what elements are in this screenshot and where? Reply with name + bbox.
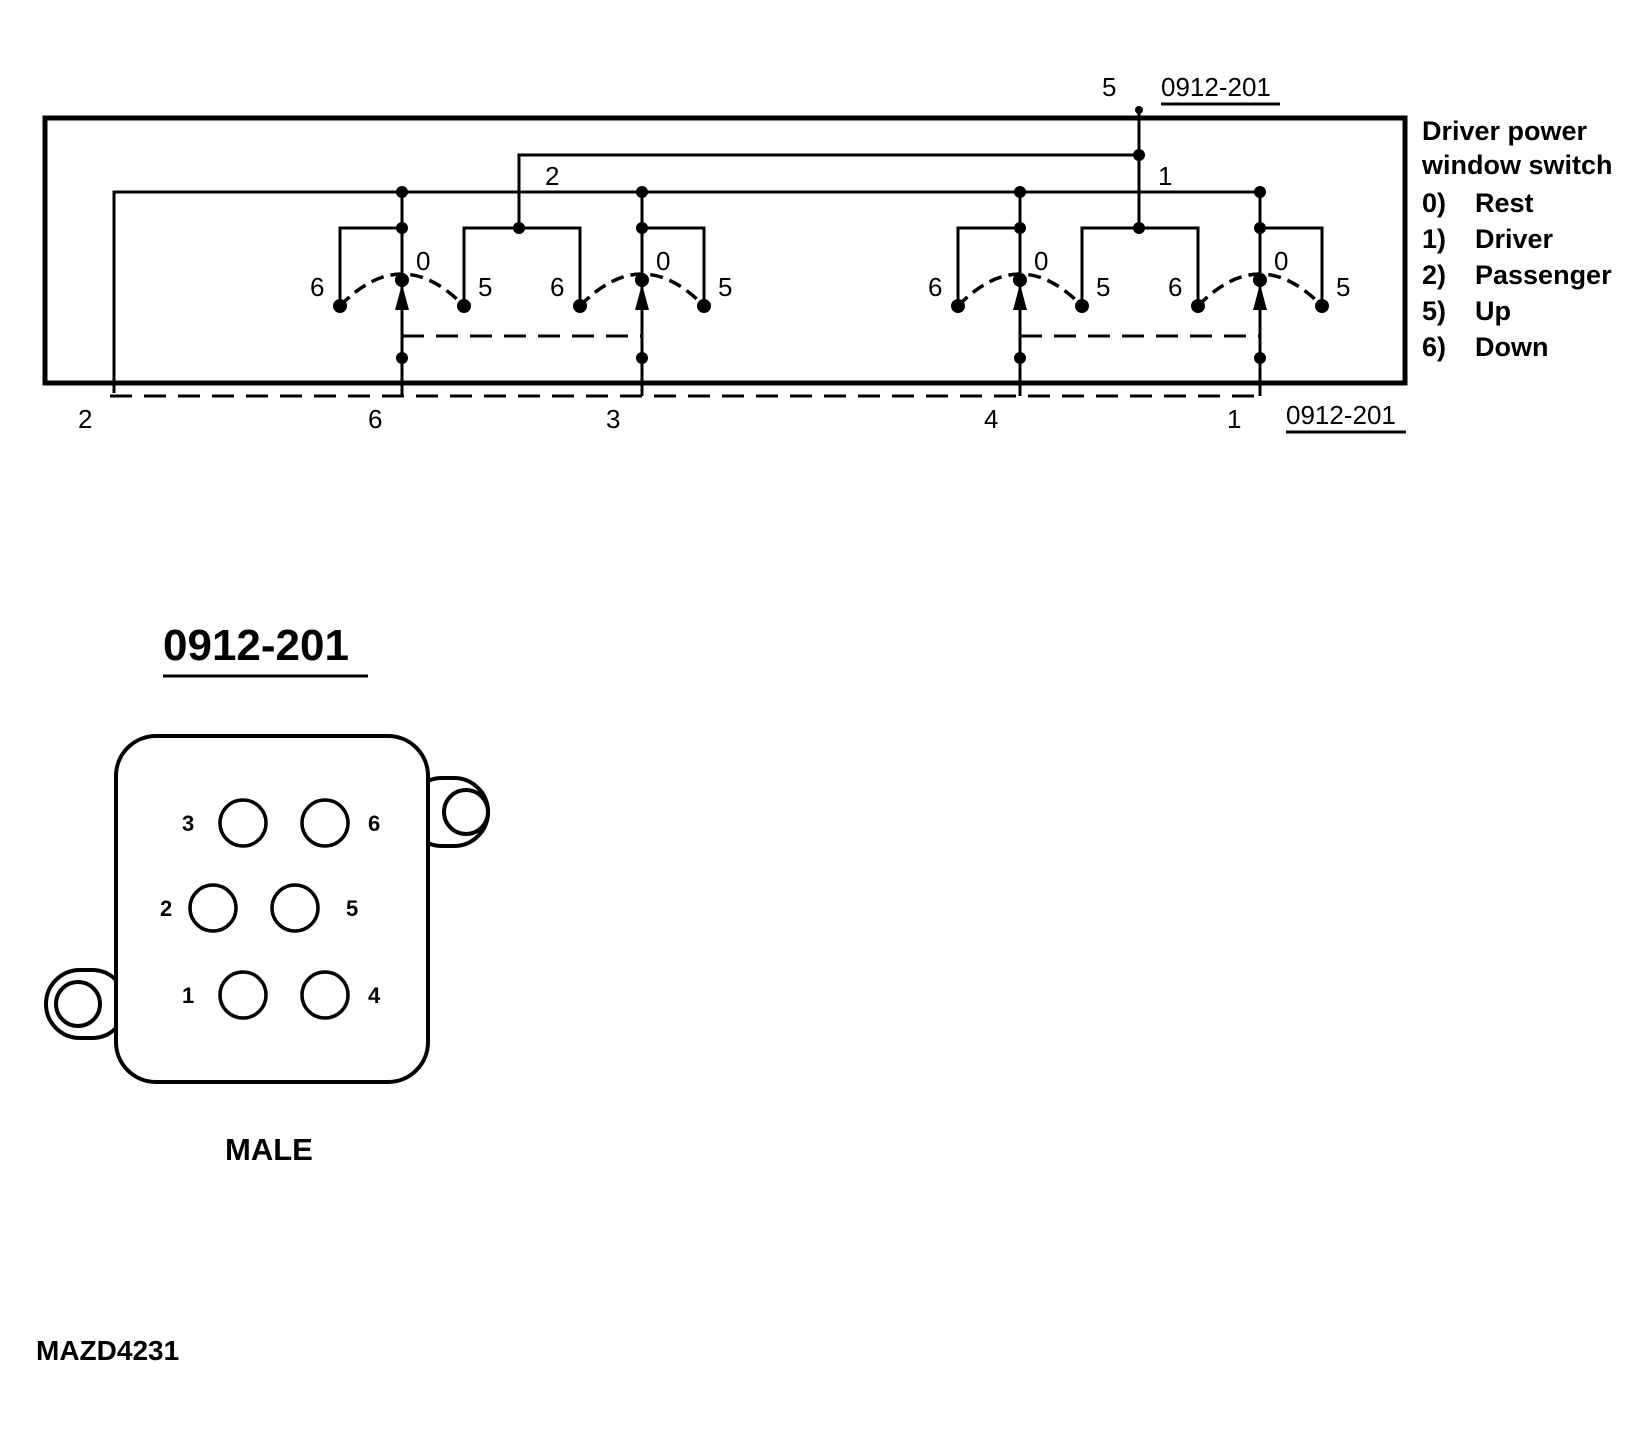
connector-pin-6 xyxy=(300,798,350,848)
internal-wire-1-label: 1 xyxy=(1158,161,1172,191)
connector-title: 0912-201 xyxy=(163,621,349,670)
switch-2-lower-junction xyxy=(636,352,648,364)
wire-2-junction xyxy=(1133,149,1145,161)
connector-pin-label-1: 1 xyxy=(182,983,194,1008)
connector-pin-3 xyxy=(218,798,268,848)
legend-title-line1: Driver power xyxy=(1422,116,1588,146)
switch-4-throw-arc xyxy=(1196,272,1324,308)
switch-3-throw-arc xyxy=(956,272,1084,308)
switch-2-label-up: 5 xyxy=(718,272,732,302)
wire-1-branch-junction xyxy=(1133,222,1145,234)
switch-1-arrow-icon xyxy=(395,284,409,310)
switch-4-label-down: 6 xyxy=(1168,272,1182,302)
connector-pin-1 xyxy=(218,970,268,1020)
switch-1-pivot xyxy=(395,273,409,287)
switch-3-label-rest: 0 xyxy=(1034,246,1048,276)
bottom-connector-id: 0912-201 xyxy=(1286,400,1396,430)
legend-code-rest: 0) xyxy=(1422,188,1446,218)
contact-branch-5 xyxy=(1260,226,1324,306)
connector-pin-label-3: 3 xyxy=(182,811,194,836)
switch-4-arrow-icon xyxy=(1253,284,1267,310)
legend-label-down: Down xyxy=(1475,332,1549,362)
switch-contacts: 0 6 5 0 6 5 0 6 5 0 6 5 xyxy=(310,186,1350,396)
switch-4-label-up: 5 xyxy=(1336,272,1350,302)
contact-branch-2 xyxy=(642,226,706,306)
switch-2-label-down: 6 xyxy=(550,272,564,302)
legend-code-up: 5) xyxy=(1422,296,1446,326)
bottom-pin-4: 4 xyxy=(984,404,998,434)
connector-pins: 3 6 2 5 1 4 xyxy=(160,798,381,1020)
contact-branch-1 xyxy=(338,226,402,306)
internal-wire-2-label: 2 xyxy=(545,161,559,191)
connector-gender-label: MALE xyxy=(225,1132,313,1167)
switch-4-lower-junction xyxy=(1254,352,1266,364)
switch-1-bus-junction xyxy=(396,186,408,198)
switch-3-label-down: 6 xyxy=(928,272,942,302)
switch-1-throw-arc xyxy=(338,272,466,308)
switch-3-lower-junction xyxy=(1014,352,1026,364)
bottom-pin-6: 6 xyxy=(368,404,382,434)
switch-2-bus-junction xyxy=(636,186,648,198)
figure-code: MAZD4231 xyxy=(36,1335,179,1366)
mount-hole-right-icon xyxy=(442,788,490,836)
connector-pin-2 xyxy=(188,883,238,933)
connector-pin-5 xyxy=(270,883,320,933)
switch-1-label-down: 6 xyxy=(310,272,324,302)
legend-label-passenger: Passenger xyxy=(1475,260,1612,290)
connector-pin-4 xyxy=(300,970,350,1020)
bottom-pin-2: 2 xyxy=(78,404,92,434)
switch-3-bus-junction xyxy=(1014,186,1026,198)
switch-2-arrow-icon xyxy=(635,284,649,310)
top-pin-number: 5 xyxy=(1102,72,1116,102)
legend-title-line2: window switch xyxy=(1421,150,1613,180)
bottom-pin-3: 3 xyxy=(606,404,620,434)
wire-2 xyxy=(517,153,1139,228)
switch-2-pivot xyxy=(635,273,649,287)
switch-4-pivot xyxy=(1253,273,1267,287)
switch-1-label-up: 5 xyxy=(478,272,492,302)
switch-2-label-rest: 0 xyxy=(656,246,670,276)
switch-4-label-rest: 0 xyxy=(1274,246,1288,276)
wire-2-branch-junction xyxy=(513,222,525,234)
legend-label-rest: Rest xyxy=(1475,188,1534,218)
legend-code-passenger: 2) xyxy=(1422,260,1446,290)
switch-2-throw-arc xyxy=(578,272,706,308)
top-connector-id: 0912-201 xyxy=(1161,72,1271,102)
connector-body xyxy=(44,734,490,1084)
switch-3-pivot xyxy=(1013,273,1027,287)
mount-hole-left-icon xyxy=(54,980,102,1028)
bottom-pin-1: 1 xyxy=(1227,404,1241,434)
connector-pin-label-2: 2 xyxy=(160,896,172,921)
switch-1-lower-junction xyxy=(396,352,408,364)
switch-housing-outline xyxy=(42,115,1408,386)
legend-list: 0) Rest 1) Driver 2) Passenger 5) Up 6) … xyxy=(1422,188,1612,362)
legend-label-up: Up xyxy=(1475,296,1511,326)
top-pin-dot xyxy=(1135,106,1143,114)
legend-code-driver: 1) xyxy=(1422,224,1446,254)
contact-branch-4 xyxy=(956,226,1020,306)
connector-pin-label-4: 4 xyxy=(368,983,381,1008)
connector-pin-label-6: 6 xyxy=(368,811,380,836)
connector-pin-label-5: 5 xyxy=(346,896,358,921)
switch-3-label-up: 5 xyxy=(1096,272,1110,302)
legend-code-down: 6) xyxy=(1422,332,1446,362)
switch-3-arrow-icon xyxy=(1013,284,1027,310)
switch-1-label-rest: 0 xyxy=(416,246,430,276)
switch-4-bus-junction xyxy=(1254,186,1266,198)
legend-label-driver: Driver xyxy=(1475,224,1554,254)
